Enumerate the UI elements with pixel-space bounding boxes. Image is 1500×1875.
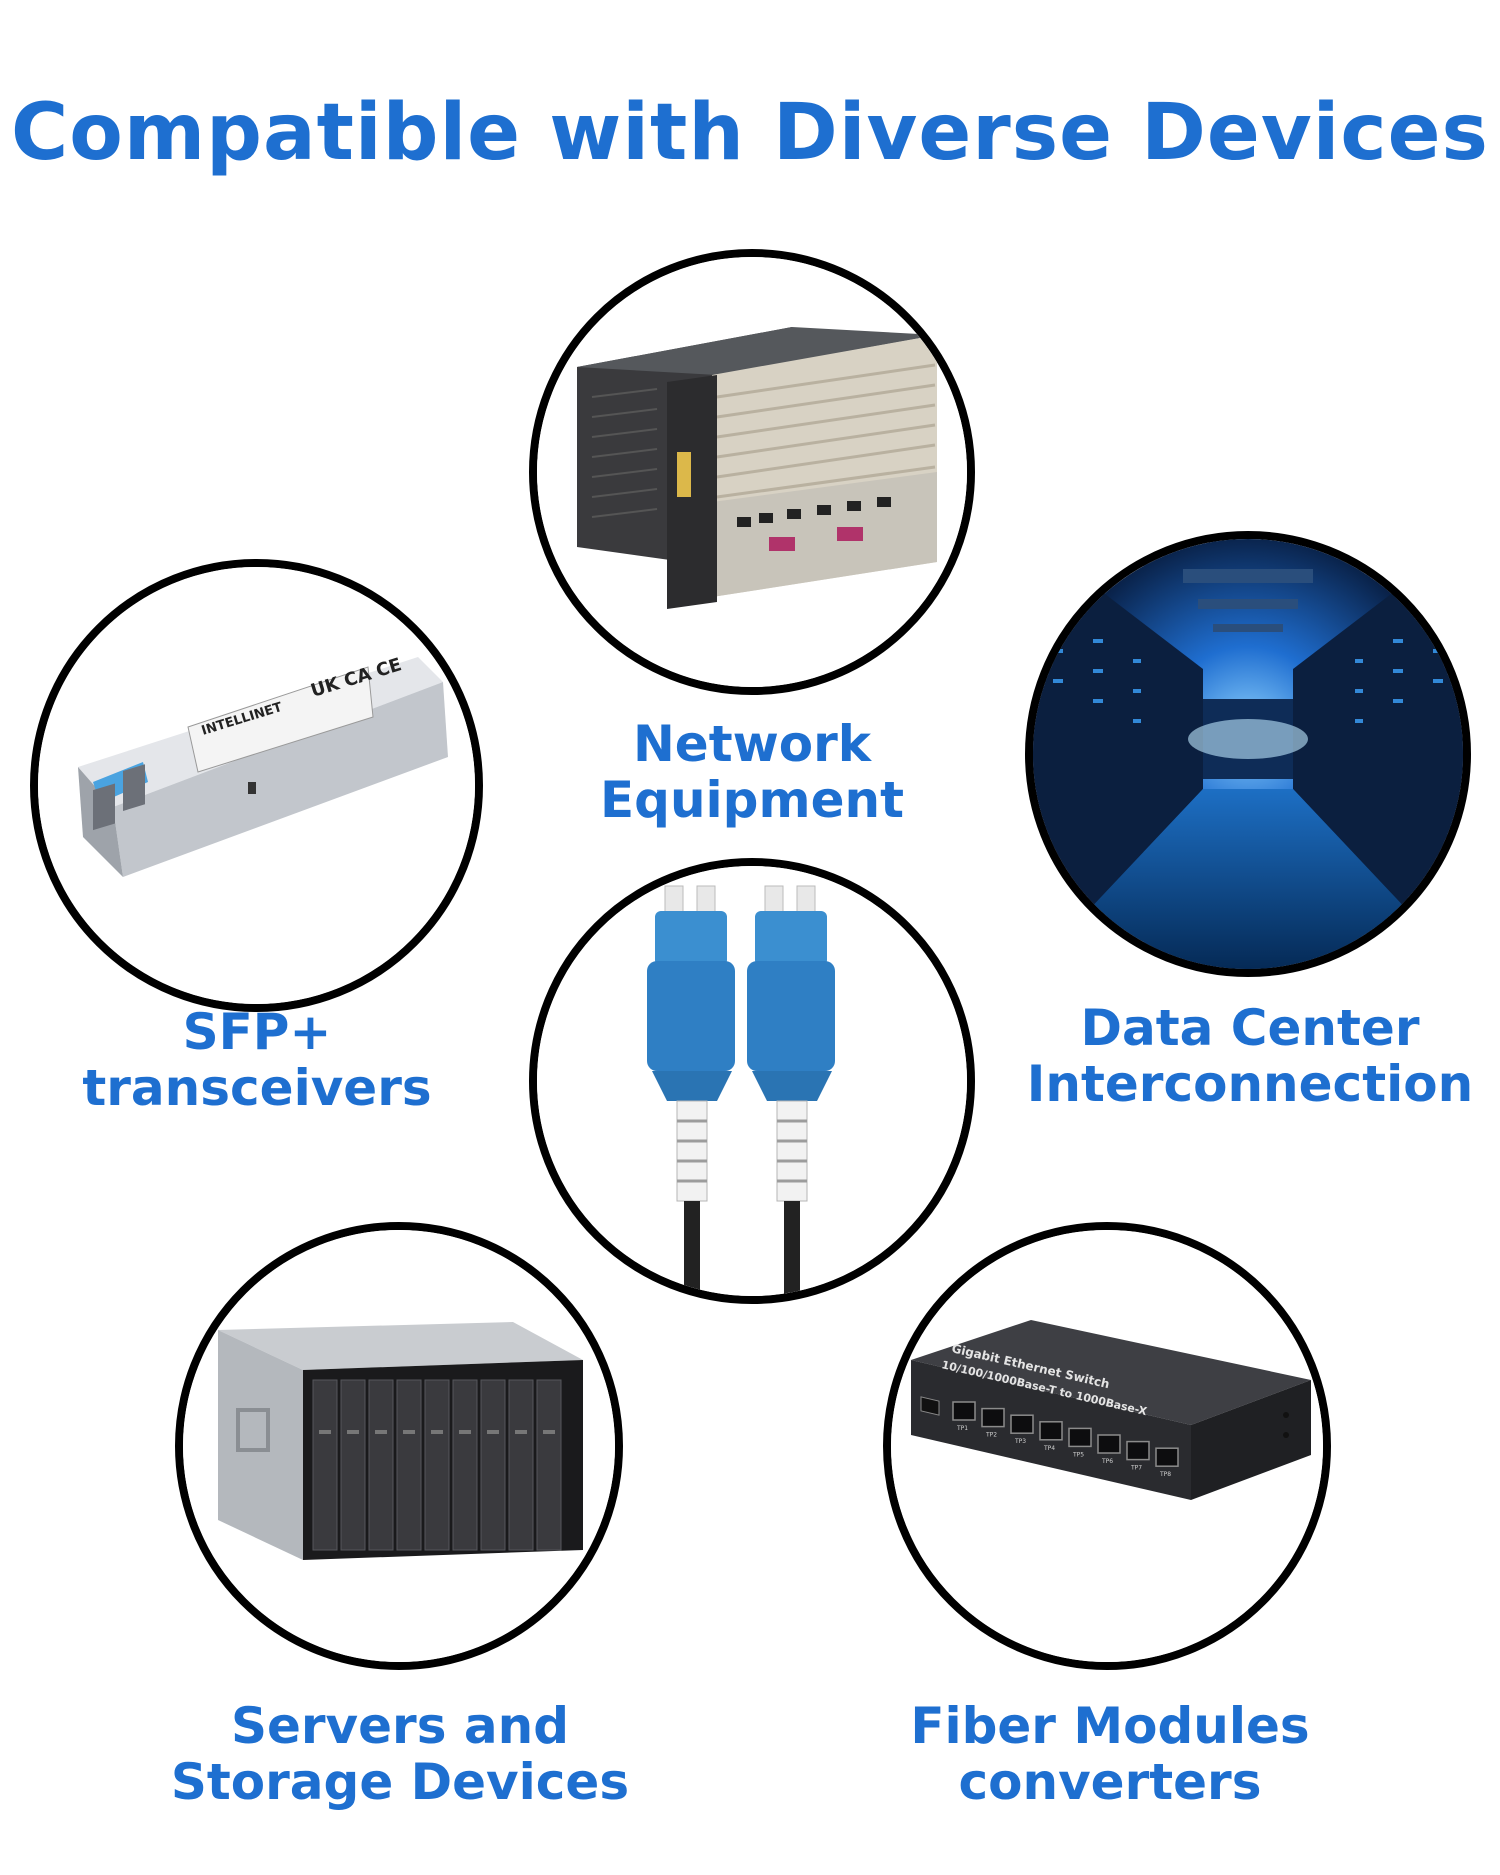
fiber-connector-image [529, 858, 975, 1304]
sfp-module-icon: INTELLINET UK CA CE [38, 567, 475, 1004]
ethernet-switch-icon: Gigabit Ethernet Switch 10/100/1000Base-… [891, 1230, 1323, 1662]
network-equipment-image [529, 249, 975, 695]
fiber-module-image: Gigabit Ethernet Switch 10/100/1000Base-… [883, 1222, 1331, 1670]
switch-port [1097, 1434, 1121, 1454]
servers-storage-label-line2: Storage Devices [170, 1753, 630, 1811]
servers-storage-image [175, 1222, 623, 1670]
switch-port [1010, 1414, 1034, 1434]
fiber-modules-label: Fiber Modules converters [870, 1698, 1350, 1810]
switch-port [1126, 1440, 1150, 1461]
sfp-transceiver-image: INTELLINET UK CA CE [30, 559, 483, 1012]
data-center-label-line2: Interconnection [1026, 1055, 1474, 1113]
switch-port [1039, 1421, 1063, 1441]
switch-port-label: TP2 [985, 1432, 997, 1439]
network-equipment-label-line1: Network [632, 715, 872, 773]
switch-port-label: TP6 [1101, 1458, 1113, 1465]
switch-port [952, 1401, 976, 1421]
switch-port-label: TP7 [1130, 1465, 1142, 1472]
network-equipment-label-line2: Equipment [600, 771, 904, 829]
data-center-label: Data Center Interconnection [1010, 1000, 1490, 1112]
fiber-modules-label-line1: Fiber Modules [910, 1697, 1310, 1755]
server-aisle-icon [1033, 539, 1463, 969]
lc-connector-icon [537, 866, 967, 1296]
data-center-image [1025, 531, 1471, 977]
servers-storage-label: Servers and Storage Devices [150, 1698, 650, 1810]
switch-port-label: TP3 [1014, 1438, 1026, 1445]
chassis-router-icon [537, 257, 967, 687]
switch-port-label: TP5 [1072, 1451, 1084, 1458]
network-equipment-label: Network Equipment [552, 716, 952, 828]
fiber-modules-label-line2: converters [958, 1753, 1262, 1811]
page-title: Compatible with Diverse Devices [11, 88, 1489, 178]
storage-server-icon [183, 1230, 615, 1662]
switch-port-label: TP1 [956, 1425, 968, 1432]
sfp-transceivers-label: SFP+ transceivers [57, 1004, 457, 1116]
servers-storage-label-line1: Servers and [230, 1697, 570, 1755]
data-center-label-line1: Data Center [1080, 999, 1420, 1057]
switch-port-label: TP8 [1159, 1471, 1171, 1478]
switch-port [981, 1407, 1005, 1428]
switch-port [1068, 1427, 1092, 1448]
switch-port [1155, 1447, 1179, 1467]
sfp-transceivers-label-line2: transceivers [82, 1059, 432, 1117]
switch-port-label: TP4 [1043, 1445, 1055, 1452]
sfp-transceivers-label-line1: SFP+ [182, 1003, 332, 1061]
